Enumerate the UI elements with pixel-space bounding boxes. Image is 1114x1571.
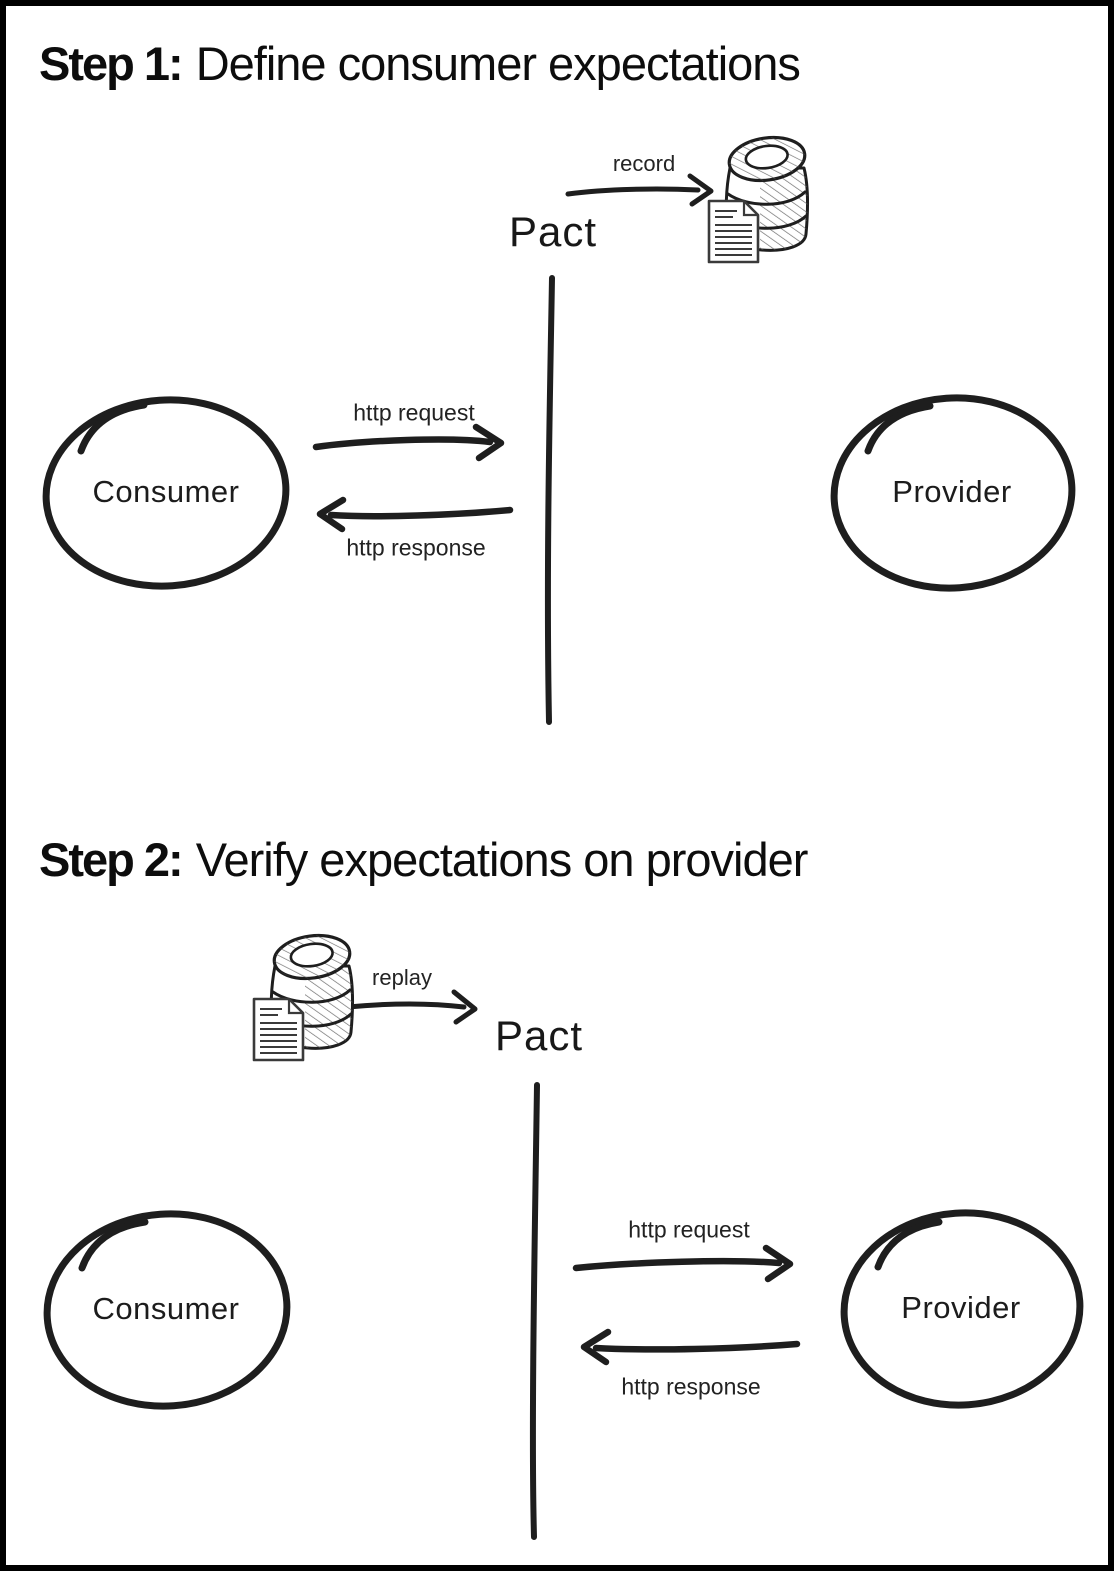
pact-label-step1: Pact <box>508 208 598 255</box>
provider-circle-step2 <box>840 1209 1084 1409</box>
http-request-label-step2: http request <box>628 1216 750 1243</box>
record-arrow <box>565 173 714 207</box>
http-request-arrow-step1 <box>312 423 505 462</box>
http-response-label-step1: http response <box>346 534 486 561</box>
http-response-arrow-step1 <box>316 496 514 533</box>
step1-title-text: Define consumer expectations <box>195 37 801 90</box>
document-icon <box>252 997 305 1062</box>
consumer-label-step2: Consumer <box>92 1291 240 1326</box>
provider-circle-step1 <box>830 394 1076 592</box>
step1-title-prefix: Step 1: <box>39 37 184 90</box>
pact-boundary-line-step2 <box>529 1082 540 1540</box>
step2-title-text: Verify expectations on provider <box>195 833 809 886</box>
pact-store-icon-step2 <box>243 926 358 1076</box>
step2-title: Step 2: Verify expectations on provider <box>39 832 809 887</box>
replay-arrow <box>345 989 478 1025</box>
step1-title: Step 1: Define consumer expectations <box>39 36 801 91</box>
diagram-line-art <box>42 173 1084 1540</box>
provider-label-step2: Provider <box>901 1290 1021 1325</box>
pact-boundary-line-step1 <box>544 275 555 725</box>
pact-store-icon-step1 <box>698 128 813 278</box>
consumer-label-step1: Consumer <box>92 474 240 509</box>
provider-label-step1: Provider <box>892 474 1012 509</box>
replay-label: replay <box>372 965 432 990</box>
http-request-label-step1: http request <box>353 399 475 426</box>
http-response-label-step2: http response <box>621 1373 761 1400</box>
consumer-circle-step2 <box>43 1210 291 1410</box>
document-icon <box>707 199 760 264</box>
http-response-arrow-step2 <box>580 1328 801 1366</box>
http-request-arrow-step2 <box>572 1244 794 1283</box>
pact-label-step2: Pact <box>494 1012 584 1059</box>
step2-title-prefix: Step 2: <box>39 833 184 886</box>
consumer-circle-step1 <box>42 396 290 590</box>
record-label: record <box>612 151 676 176</box>
